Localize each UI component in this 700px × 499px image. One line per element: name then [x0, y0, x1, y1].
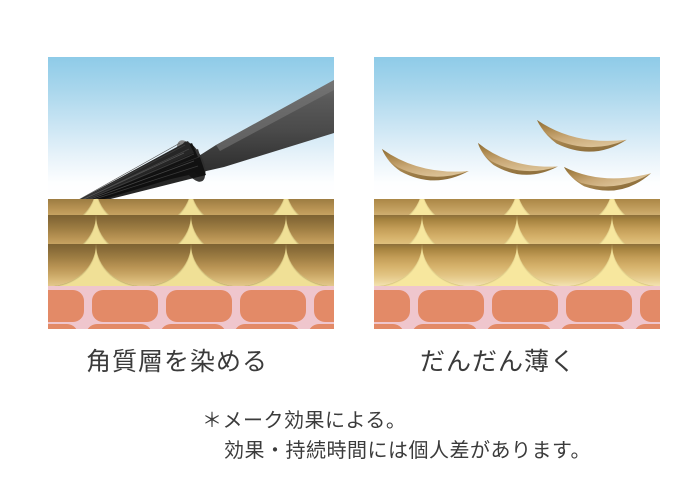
- basal-cell: [418, 290, 484, 322]
- basal-cell: [486, 324, 552, 329]
- footnote-line-2: 効果・持続時間には個人差があります。: [224, 438, 591, 462]
- basal-cell-row: [374, 290, 660, 322]
- basal-cell: [314, 290, 334, 322]
- flake: [564, 167, 652, 191]
- basal-cell: [160, 324, 226, 329]
- basal-cell: [560, 324, 626, 329]
- shedding-flakes-illustration: [374, 57, 660, 202]
- basal-cell-row: [48, 324, 334, 329]
- basal-cell: [86, 324, 152, 329]
- corneocyte: [191, 244, 286, 286]
- basal-cell: [374, 290, 410, 322]
- basal-cell: [640, 290, 660, 322]
- basal-cell: [492, 290, 558, 322]
- stratum-corneum-faded: [374, 199, 660, 286]
- corneocyte: [374, 244, 422, 286]
- basal-cell: [48, 290, 84, 322]
- caption-left-panel: 角質層を染める: [86, 347, 269, 376]
- brush-barrel: [158, 80, 334, 182]
- flake: [478, 143, 558, 175]
- basal-cell-row: [374, 324, 660, 329]
- flake: [382, 149, 469, 181]
- corneocyte: [422, 244, 517, 286]
- corneocyte: [517, 244, 612, 286]
- basal-cell: [308, 324, 334, 329]
- brush-svg: [72, 80, 334, 207]
- brush-bristles: [72, 141, 206, 207]
- basal-cell: [166, 290, 232, 322]
- basal-cell: [566, 290, 632, 322]
- corneocyte-row: [374, 244, 660, 286]
- skin-cross-section-left: [48, 199, 334, 329]
- brush-illustration: [48, 57, 334, 207]
- basal-cell: [234, 324, 300, 329]
- corneocyte-row: [48, 244, 334, 286]
- basal-cell: [634, 324, 660, 329]
- corneocyte: [48, 244, 96, 286]
- corneocyte: [96, 244, 191, 286]
- stratum-corneum-stained: [48, 199, 334, 286]
- footnote-line-1: ＊メーク効果による。: [202, 408, 407, 432]
- panel-stain-stage: [48, 57, 334, 329]
- basal-cell: [48, 324, 78, 329]
- panel-fade-stage: [374, 57, 660, 329]
- flake: [537, 120, 627, 152]
- corneocyte: [286, 244, 334, 286]
- caption-right-panel: だんだん薄く: [420, 347, 577, 376]
- basal-cell: [374, 324, 404, 329]
- basal-cell: [240, 290, 306, 322]
- skin-cross-section-right: [374, 199, 660, 329]
- corneocyte: [612, 244, 660, 286]
- basal-layer: [48, 286, 334, 329]
- basal-cell: [412, 324, 478, 329]
- flakes-svg: [382, 120, 652, 191]
- basal-cell-row: [48, 290, 334, 322]
- basal-cell: [92, 290, 158, 322]
- basal-layer: [374, 286, 660, 329]
